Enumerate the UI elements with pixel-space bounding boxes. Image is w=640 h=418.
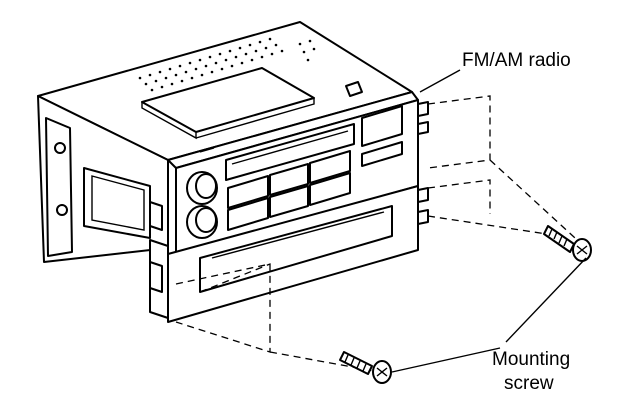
screw-label-line2: screw [504, 373, 554, 394]
tuning-knob [186, 205, 218, 239]
side-bracket [45, 117, 73, 257]
top-clip [345, 81, 363, 97]
fm-am-radio-unit [37, 21, 429, 263]
preset-buttons [227, 150, 351, 231]
mounting-screw-right [543, 225, 592, 262]
screw-label-line1: Mounting [492, 349, 570, 370]
radio-leader-line [419, 69, 461, 93]
top-vent-grille [138, 37, 316, 92]
screw-leader-line-left [391, 347, 501, 373]
frequency-window [361, 105, 403, 147]
volume-knob [186, 171, 218, 205]
lower-pocket-bezel [149, 185, 429, 323]
radio-label: FM/AM radio [462, 50, 571, 71]
screw-leader-line-right [505, 257, 587, 343]
mounting-guides [175, 95, 587, 373]
mounting-screw-left [339, 351, 392, 384]
